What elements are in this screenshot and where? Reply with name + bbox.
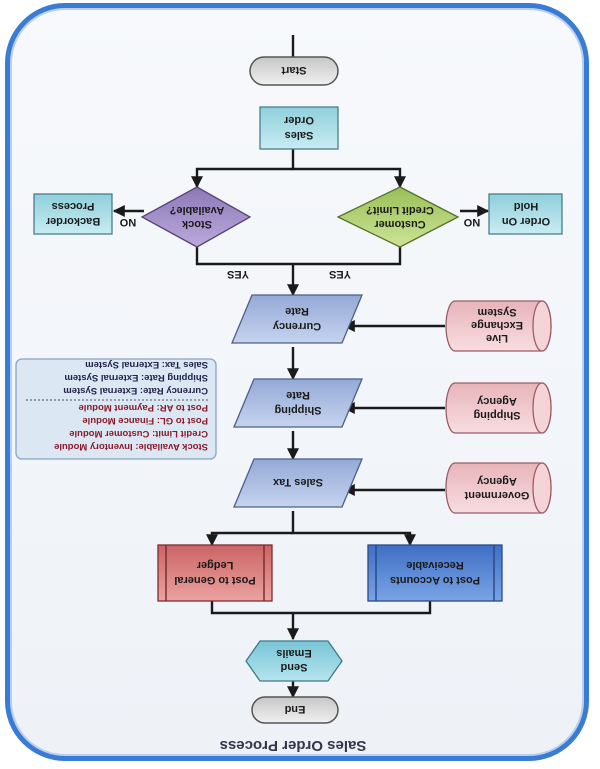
edge-tax-to-general [206,531,293,547]
live-exchange-line1: Live [486,332,508,344]
receivable-line2: Receivable [406,559,463,571]
backorder-line1: Backorder [45,215,100,227]
shipping-rate-line1: Shipping [274,404,321,416]
send-emails-hexagon: Send Emails [245,640,343,682]
sales-order-box: Sales Order [259,106,339,150]
note-line-3: Post to GL: Finance Module [82,415,208,426]
connectors [112,35,490,699]
note-line-6: Shipping Rate: External System [64,372,208,383]
receivable-line1: Post to Accounts [390,574,480,586]
stock-line2: Available? [169,204,224,216]
stock-available-decision: Stock Available? [140,186,252,248]
edge-tax-to-receivable [291,511,416,547]
sales-tax-label: Sales Tax [272,476,323,488]
ledger-line2: Ledger [196,559,233,571]
hold-line1: Order On [502,215,551,227]
hold-line2: Hold [514,200,538,212]
end-label: End [285,703,306,715]
edge-yes-merge [195,247,402,266]
shipping-rate-box: Shipping Rate [233,378,363,428]
live-exchange-line3: System [477,306,516,318]
stock-line1: Stock [181,218,212,230]
note-line-4: Post to AR: Payment Module [79,402,209,413]
sales-order-line2: Order [283,114,314,126]
shipping-agency-line1: Shipping [473,409,520,421]
edge-label-yes-credit: YES [329,268,351,280]
note-line-2: Credit Limit: Customer Module [69,428,208,439]
note-line-5: Currency Rate: External System [63,385,208,396]
ledger-line1: Post to General [174,574,255,586]
edge-sales-order-to-stock [191,167,293,189]
government-line1: Government [464,489,529,501]
sales-tax-box: Sales Tax [233,458,363,508]
send-line2: Emails [276,647,311,659]
post-general-ledger-box: Post to General Ledger [157,544,273,602]
edge-label-yes-stock: YES [227,268,249,280]
module-notes-panel: Stock Available: Inventory Module Credit… [15,358,217,460]
credit-line1: Customer [374,218,426,230]
live-exchange-line2: Exchange [471,319,523,331]
currency-line1: Currency [272,320,321,332]
currency-line2: Rate [285,305,309,317]
start-terminal: Start [249,56,339,86]
credit-line2: Credit Limit? [366,204,434,216]
note-line-1: Stock Available: Inventory Module [54,441,208,452]
edge-sales-order-to-customer-credit [291,149,406,189]
government-line2: Agency [476,475,517,487]
customer-credit-decision: Customer Credit Limit? [336,186,460,248]
note-line-7: Sales Tax: External System [85,359,208,370]
backorder-process-box: Backorder Process [33,193,113,235]
diagram-title: Sales Order Process [220,737,367,754]
send-line1: Send [281,661,308,673]
post-receivable-box: Post to Accounts Receivable [367,544,503,602]
shipping-rate-line2: Rate [286,389,310,401]
edge-label-no-stock: NO [119,216,136,228]
sales-order-line1: Sales [285,129,314,141]
currency-rate-box: Currency Rate [231,294,363,344]
order-on-hold-box: Order On Hold [488,193,563,235]
live-exchange-cylinder: Live Exchange System [445,300,552,352]
end-terminal: End [251,696,339,724]
backorder-line2: Process [52,200,95,212]
edge-posting-merge [210,601,432,615]
edge-label-no-credit: NO [463,216,480,228]
shipping-agency-line2: Agency [476,395,517,407]
shipping-agency-cylinder: Shipping Agency [445,382,552,434]
start-label: Start [281,64,306,76]
government-agency-cylinder: Government Agency [445,462,552,514]
